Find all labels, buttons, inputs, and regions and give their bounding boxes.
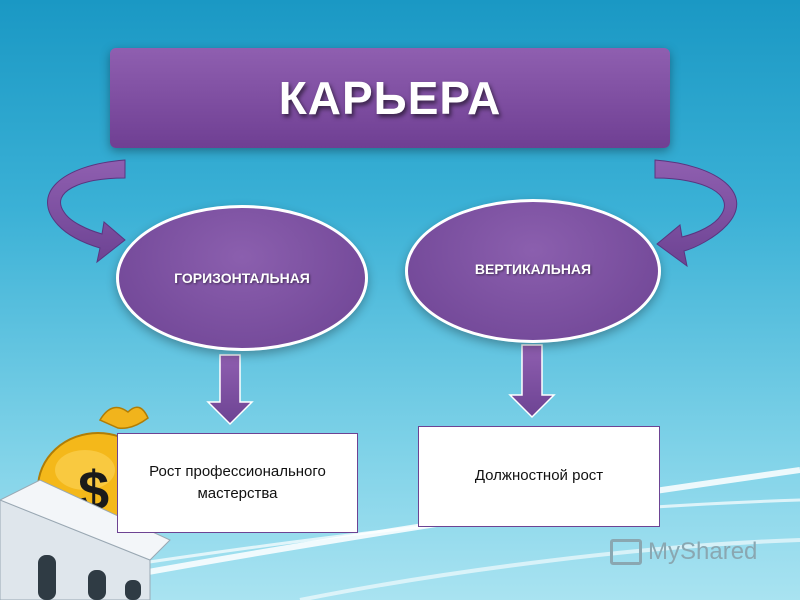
- professional-growth-box: Рост профессионального мастерства: [117, 433, 358, 533]
- left-curved-arrow: [47, 159, 126, 264]
- professional-growth-text: Рост профессионального мастерства: [149, 462, 326, 503]
- position-growth-text: Должностной рост: [474, 467, 604, 485]
- right-curved-arrow: [654, 159, 738, 268]
- horizontal-career-node: ГОРИЗОНТАЛЬНАЯ: [116, 205, 368, 351]
- title-text: КАРЬЕРА: [278, 72, 502, 124]
- horizontal-career-label: ГОРИЗОНТАЛЬНАЯ: [174, 270, 310, 286]
- presentation-screen-icon: [610, 539, 642, 565]
- left-down-arrow: [206, 354, 254, 426]
- watermark-text: MyShared: [648, 538, 758, 565]
- vertical-career-node: ВЕРТИКАЛЬНАЯ: [405, 199, 661, 343]
- right-down-arrow: [508, 344, 556, 419]
- position-growth-box: Должностной рост: [418, 426, 660, 527]
- watermark: MyShared: [610, 538, 757, 566]
- vertical-career-label: ВЕРТИКАЛЬНАЯ: [474, 261, 592, 277]
- title-banner: КАРЬЕРА: [110, 48, 670, 148]
